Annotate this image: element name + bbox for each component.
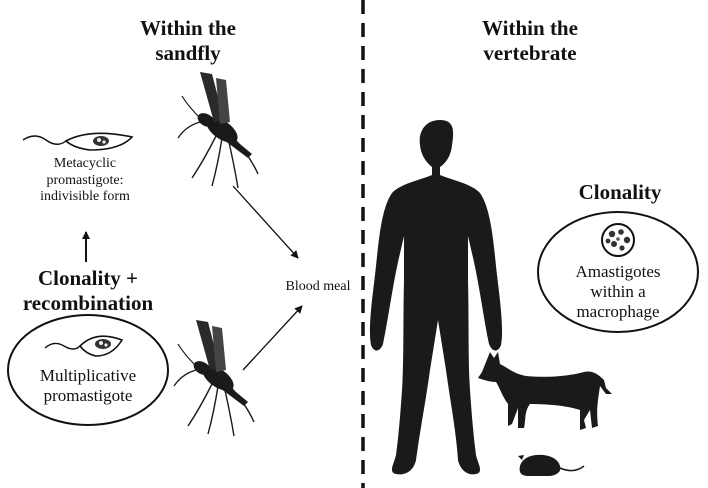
amastigote-label-line: Amastigotes [558, 262, 678, 282]
sandfly-icon [174, 320, 254, 436]
macrophage-icon [602, 224, 634, 256]
metacyclic-label-line: promastigote: [10, 173, 160, 190]
sandfly-heading: Within the sandfly [118, 16, 258, 66]
multiplicative-label-line: Multiplicative [18, 366, 158, 386]
blood-meal-label: Blood meal [268, 279, 368, 296]
vertebrate-heading-line: Within the [455, 16, 605, 41]
multiplicative-label-line: promastigote [18, 386, 158, 406]
metacyclic-label-line: indivisible form [10, 189, 160, 206]
process-label-line: recombination [8, 291, 168, 316]
amastigote-label-line: within a [558, 282, 678, 302]
sandfly-heading-line: sandfly [118, 41, 258, 66]
human-silhouette-icon [370, 120, 502, 474]
vertebrate-heading: Within the vertebrate [455, 16, 605, 66]
arrow-from-blood-meal [243, 306, 302, 370]
clonality-label: Clonality [560, 180, 680, 205]
dog-silhouette-icon [478, 352, 612, 430]
vertebrate-heading-line: vertebrate [455, 41, 605, 66]
amastigote-label: Amastigotes within a macrophage [558, 262, 678, 322]
amastigote-label-line: macrophage [558, 302, 678, 322]
multiplicative-label: Multiplicative promastigote [18, 366, 158, 406]
process-label-line: Clonality + [8, 266, 168, 291]
metacyclic-label: Metacyclic promastigote: indivisible for… [10, 156, 160, 206]
rodent-silhouette-icon [518, 455, 560, 476]
metacyclic-label-line: Metacyclic [10, 156, 160, 173]
clonality-recombination-label: Clonality + recombination [8, 266, 168, 316]
arrow-to-blood-meal [233, 186, 298, 258]
sandfly-heading-line: Within the [118, 16, 258, 41]
sandfly-icon [178, 72, 258, 188]
promastigote-icon [23, 133, 132, 150]
